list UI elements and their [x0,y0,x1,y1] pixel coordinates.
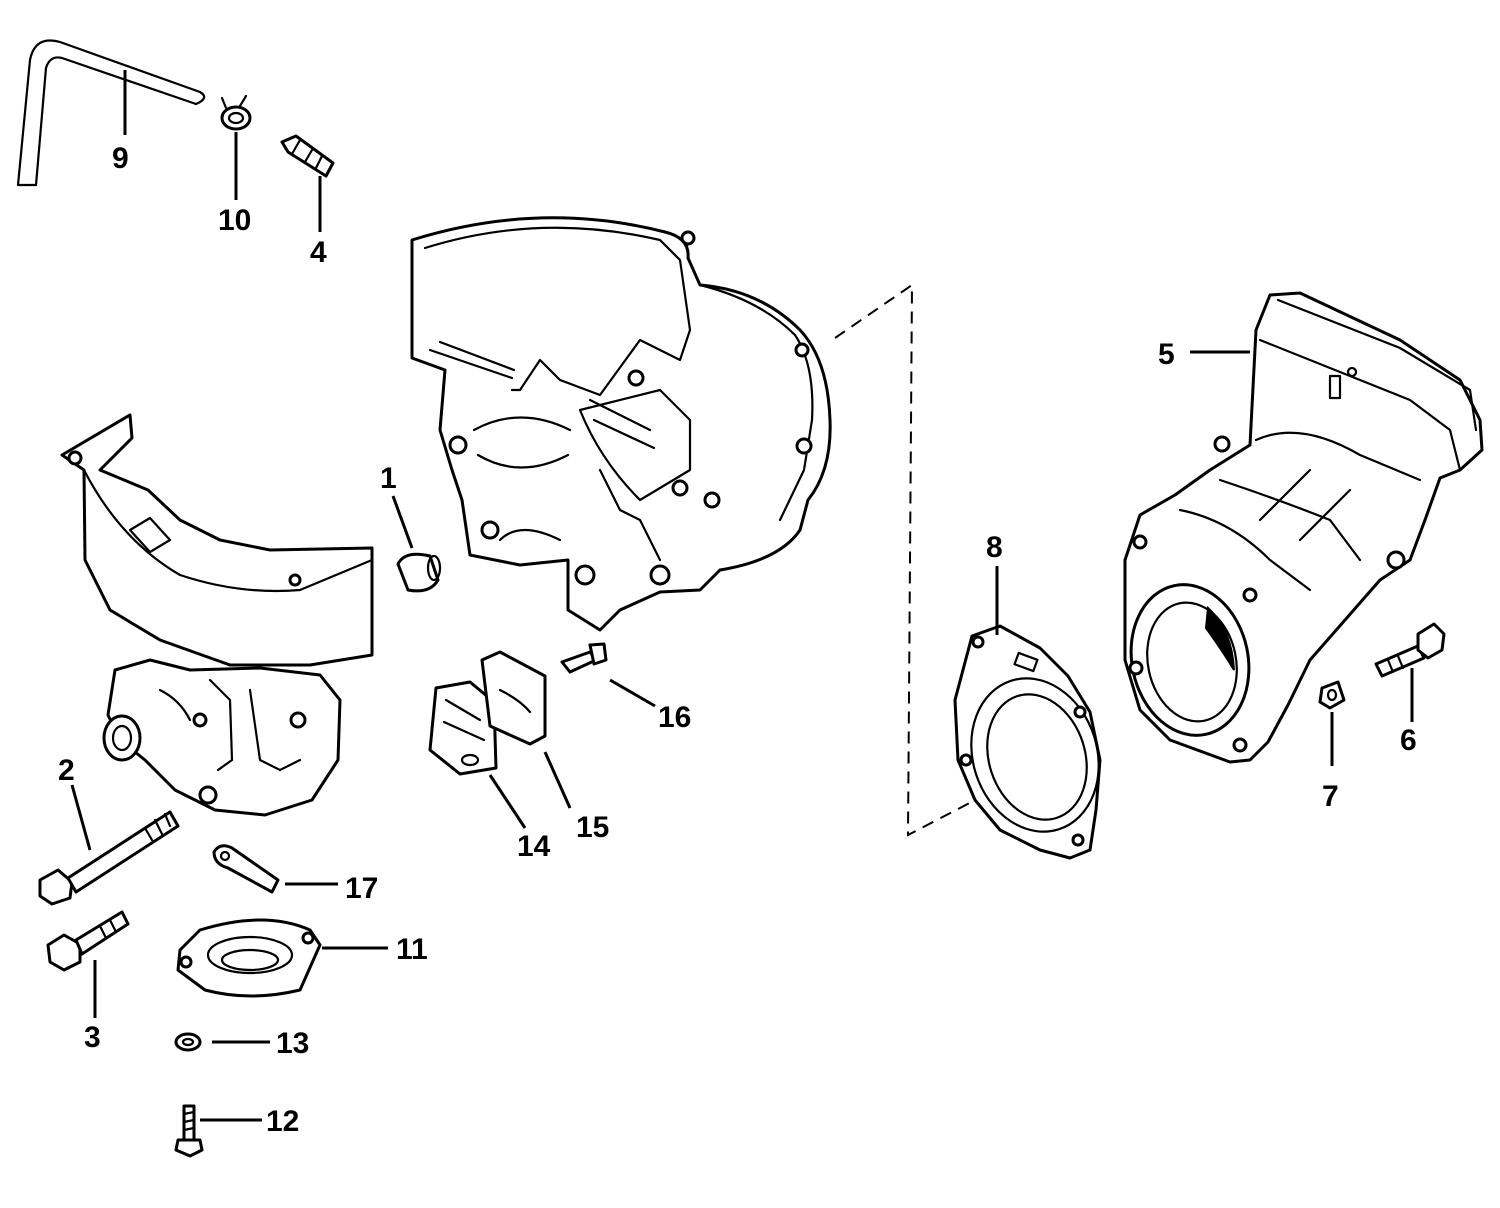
leader-15 [543,751,572,809]
part-1-bushing [396,552,442,593]
part-10-clamp [220,94,252,131]
part-3-short-bolt [46,910,130,972]
part-15-reed-gasket [480,650,547,746]
part-17-lever [212,844,280,894]
callout-6: 6 [1400,724,1417,757]
part-13-washer [174,1032,202,1052]
part-4-stud [280,134,335,178]
part-carburetor-body [102,658,342,817]
part-9-hose [16,39,206,187]
part-11-flange-cover [176,918,322,998]
callout-8: 8 [986,531,1003,564]
leader-2 [70,784,92,851]
callout-15: 15 [576,811,609,844]
crankcase-main [410,216,832,632]
callout-12: 12 [266,1105,299,1138]
callout-1: 1 [380,462,397,495]
callout-17: 17 [345,872,378,905]
callout-7: 7 [1322,780,1339,813]
callout-10: 10 [218,204,251,237]
part-7-washer [1318,680,1346,710]
part-cover-shroud [60,413,374,667]
callout-11: 11 [396,933,428,966]
part-2-long-bolt [38,810,180,906]
leader-1 [391,495,414,549]
part-8-gasket [953,624,1102,860]
callout-13: 13 [276,1027,309,1060]
leader-16 [609,678,656,708]
leader-14 [488,774,527,829]
part-6-bolt [1374,622,1446,678]
callout-16: 16 [658,701,691,734]
part-12-screw [174,1104,204,1158]
callout-14: 14 [517,830,551,863]
callout-4: 4 [310,236,327,269]
part-16-screw [560,642,608,674]
callout-9: 9 [112,142,129,175]
callout-3: 3 [84,1021,101,1054]
part-14-reed-plate [428,680,498,776]
callout-5: 5 [1158,338,1175,371]
callout-2: 2 [58,754,75,787]
alignment-dashed-line [834,283,986,837]
part-5-exhaust-housing [1123,291,1484,764]
